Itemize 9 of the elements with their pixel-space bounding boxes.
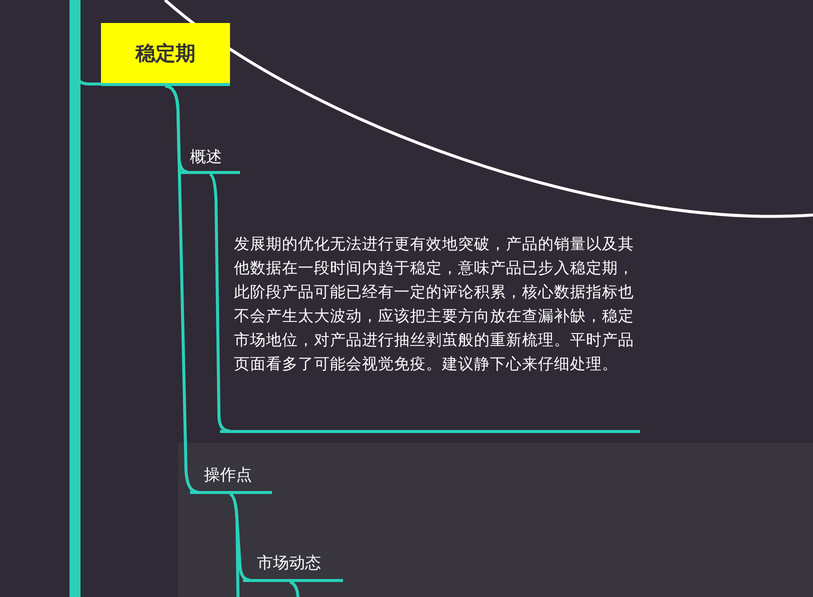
branch-line: [164, 84, 198, 494]
subtopic-label: 操作点: [204, 464, 252, 486]
subtopic-label: 市场动态: [257, 552, 321, 574]
subtopic-label: 概述: [190, 146, 222, 168]
branch-line: [208, 172, 230, 432]
description-text: 发展期的优化无法进行更有效地突破，产品的销量以及其他数据在一段时间内趋于稳定，意味产品已步入稳定期，此阶段产品可能已经有一定的评论积累，核心数据指标也不会产生太大波动，应该把主要方向放在查漏补缺，稳定市场地位，对产品进行抽丝剥茧般的重新梳理。平时产品页面看多了可能会视觉免疫。建议静下心来仔细处理。: [234, 234, 635, 375]
topic-box: 稳定期: [101, 23, 230, 86]
branch-line: [229, 492, 240, 597]
branch-line: [289, 580, 300, 597]
